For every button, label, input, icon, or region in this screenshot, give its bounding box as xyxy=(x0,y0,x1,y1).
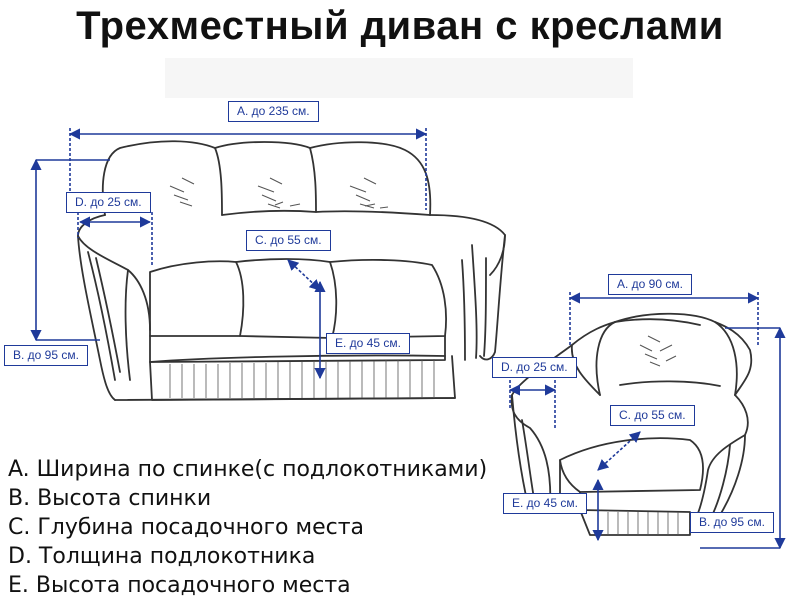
legend-item-a: A. Ширина по спинке(с подлокотниками) xyxy=(8,457,488,482)
sofa-width-label: A. до 235 см. xyxy=(228,101,319,122)
legend-item-c: C. Глубина посадочного места xyxy=(8,515,365,540)
chair-depth-label: C. до 55 см. xyxy=(610,405,695,426)
chair-arm-label: D. до 25 см. xyxy=(492,357,577,378)
sofa-height-label: B. до 95 см. xyxy=(4,345,88,366)
sofa-seat-label: E. до 45 см. xyxy=(326,333,410,354)
sofa-wrinkles xyxy=(169,177,389,209)
legend: A. Ширина по спинке(с подлокотниками) B.… xyxy=(8,455,487,600)
page-title: Трехместный диван с креслами xyxy=(76,4,724,48)
legend-item-b: B. Высота спинки xyxy=(8,486,212,511)
watermark-area xyxy=(165,58,633,98)
legend-item-e: E. Высота посадочного места xyxy=(8,573,351,598)
chair-seat-label: E. до 45 см. xyxy=(503,493,587,514)
sofa-outline xyxy=(77,140,506,401)
chair-height-label: B. до 95 см. xyxy=(690,512,774,533)
armchair-base-pleats xyxy=(597,512,679,535)
sofa-depth-label: C. до 55 см. xyxy=(246,230,331,251)
sofa-arm-label: D. до 25 см. xyxy=(66,192,151,213)
armchair-dimension-lines xyxy=(508,292,786,550)
sofa-dimension-lines xyxy=(30,128,428,380)
legend-item-d: D. Толщина подлокотника xyxy=(8,544,316,569)
sofa-base-pleats xyxy=(169,359,435,398)
armchair-wrinkles xyxy=(639,335,677,367)
chair-width-label: A. до 90 см. xyxy=(608,274,692,295)
